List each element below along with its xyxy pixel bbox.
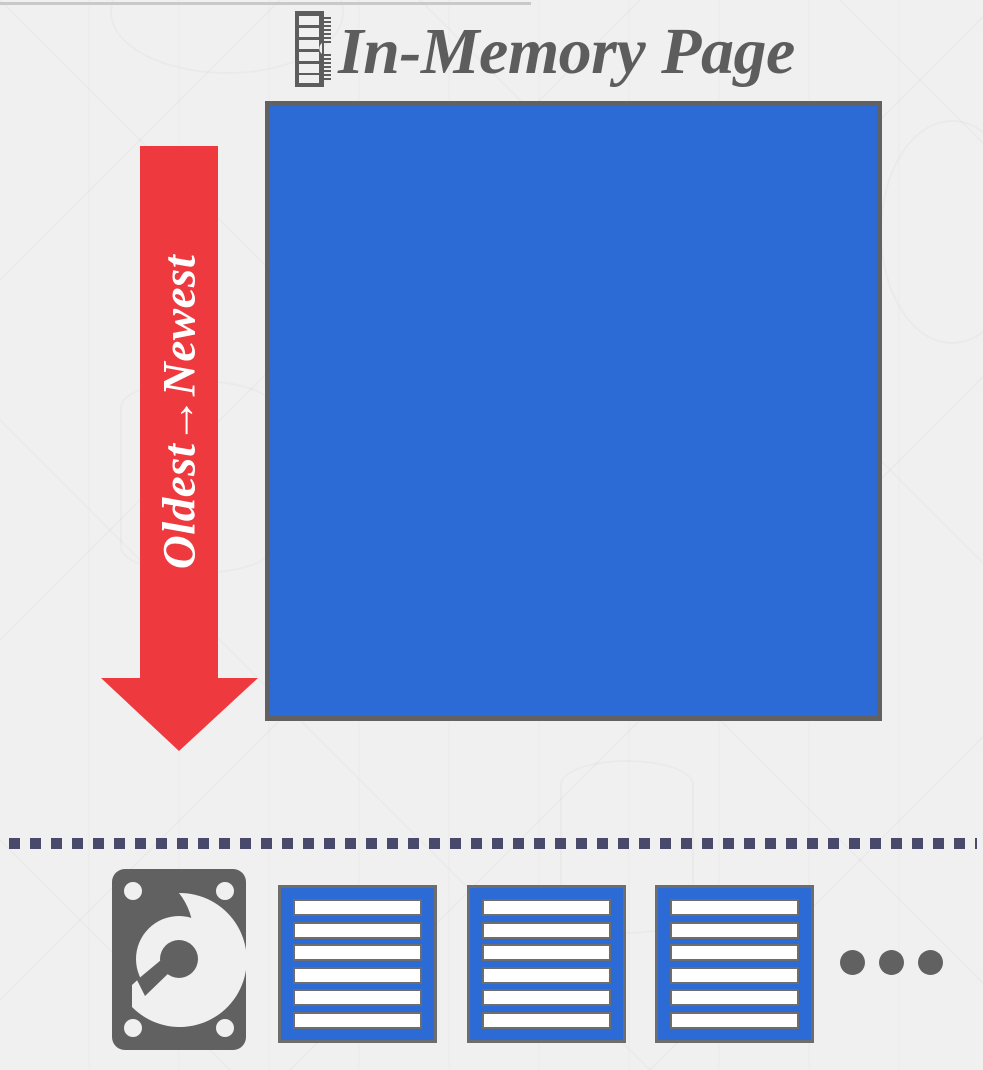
disk-page-row — [482, 944, 611, 962]
disk-page-row — [670, 989, 799, 1007]
disk-page-3 — [655, 885, 814, 1043]
ellipsis-dot — [840, 950, 865, 975]
more-pages-ellipsis-icon — [840, 950, 943, 975]
disk-page-row — [670, 944, 799, 962]
disk-page-row — [482, 921, 611, 939]
watermark-ellipse-right — [880, 120, 983, 344]
disk-page-row — [482, 989, 611, 1007]
top-rule-divider — [0, 2, 531, 5]
page-title: In-Memory Page — [292, 8, 795, 95]
disk-page-row — [670, 1011, 799, 1029]
ellipsis-dot — [918, 950, 943, 975]
in-memory-page-block — [265, 101, 882, 721]
disk-page-row — [670, 966, 799, 984]
disk-page-row — [293, 921, 422, 939]
disk-page-row — [293, 966, 422, 984]
memory-ram-icon — [292, 8, 336, 95]
oldest-to-newest-arrow: Oldest→Newest — [100, 146, 259, 752]
disk-page-row — [293, 989, 422, 1007]
disk-page-row — [670, 899, 799, 916]
disk-page-1 — [278, 885, 437, 1043]
disk-page-row — [670, 921, 799, 939]
memory-disk-divider — [9, 838, 977, 849]
disk-page-row — [293, 899, 422, 916]
disk-page-2 — [467, 885, 626, 1043]
hard-disk-drive-icon — [112, 869, 246, 1050]
ellipsis-dot — [879, 950, 904, 975]
disk-page-row — [293, 944, 422, 962]
disk-page-row — [482, 966, 611, 984]
page-title-label: In-Memory Page — [338, 14, 795, 88]
disk-page-row — [482, 899, 611, 916]
disk-page-row — [482, 1011, 611, 1029]
disk-page-row — [293, 1011, 422, 1029]
